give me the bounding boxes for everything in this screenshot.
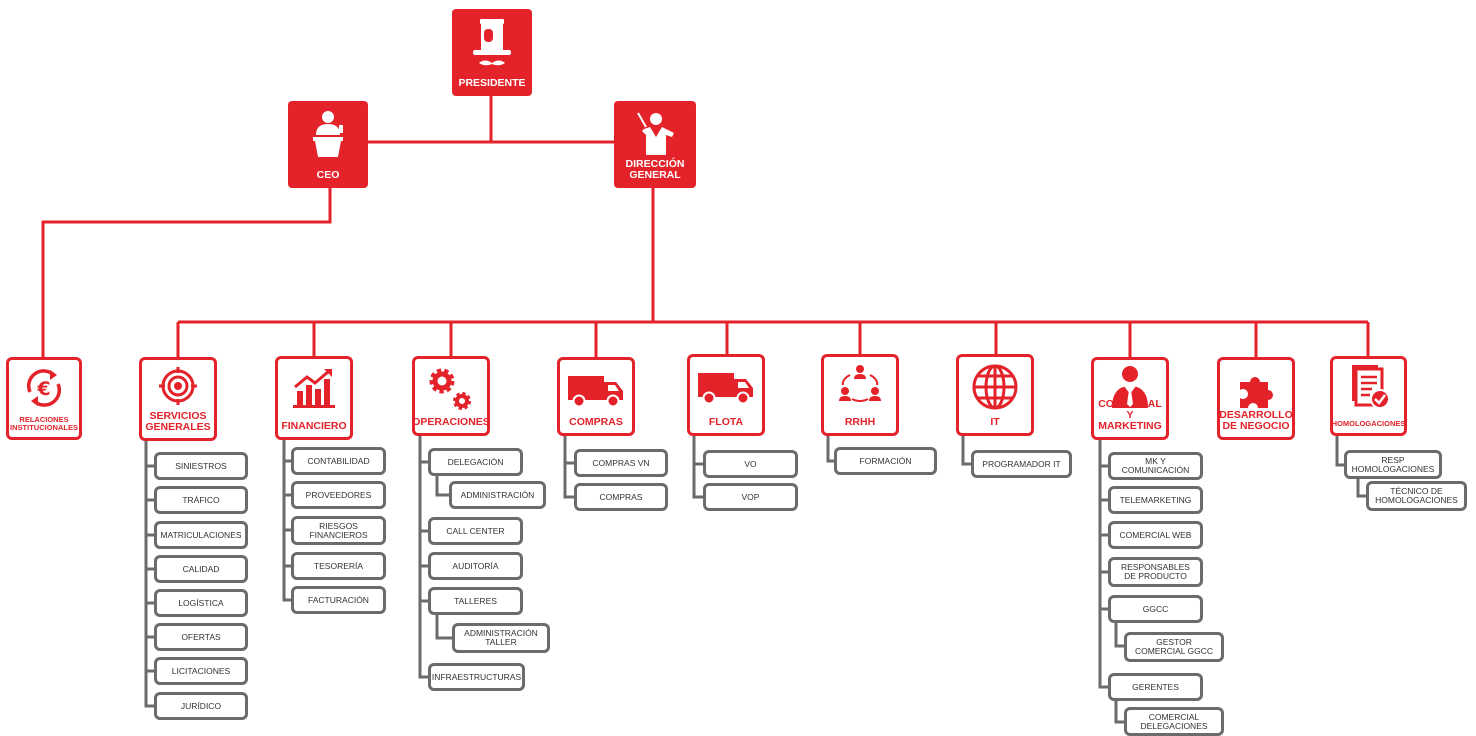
ofertas-box[interactable]: OFERTAS (154, 623, 248, 651)
telemarketing-box[interactable]: TELEMARKETING (1108, 486, 1203, 514)
logistica-box[interactable]: LOGÍSTICA (154, 589, 248, 617)
relaciones-label: RELACIONES INSTITUCIONALES (10, 415, 78, 432)
globe-icon (972, 364, 1018, 410)
servicios-generales-node[interactable]: SERVICIOS GENERALES (139, 357, 217, 441)
van-icon (568, 376, 623, 408)
auditoria-box[interactable]: AUDITORÍA (428, 552, 523, 580)
people-network-icon (839, 365, 881, 402)
talleres-box[interactable]: TALLERES (428, 587, 523, 615)
it-node[interactable]: IT (956, 354, 1034, 436)
gears-icon (429, 368, 471, 410)
rrhh-label: RRHH (844, 416, 876, 428)
van-icon (698, 373, 753, 405)
gestor-comercial-ggcc-box[interactable]: GESTOR COMERCIAL GGCC (1124, 632, 1224, 662)
relaciones-node[interactable]: € RELACIONES INSTITUCIONALES (6, 357, 82, 440)
programador-it-box[interactable]: PROGRAMADOR IT (971, 450, 1072, 478)
flota-node[interactable]: FLOTA (687, 354, 765, 436)
conductor-icon (637, 112, 674, 155)
riesgos-financieros-box[interactable]: RIESGOS FINANCIEROS (291, 516, 386, 545)
target-icon (159, 367, 197, 405)
licitaciones-box[interactable]: LICITACIONES (154, 657, 248, 685)
delegacion-box[interactable]: DELEGACIÓN (428, 448, 523, 476)
contabilidad-box[interactable]: CONTABILIDAD (291, 447, 386, 475)
compras-label: COMPRAS (569, 416, 623, 428)
calidad-box[interactable]: CALIDAD (154, 555, 248, 583)
financiero-node[interactable]: FINANCIERO (275, 356, 353, 440)
comercial-web-box[interactable]: COMERCIAL WEB (1108, 521, 1203, 549)
comercial-delegaciones-box[interactable]: COMERCIAL DELEGACIONES (1124, 707, 1224, 736)
businessman-icon (1112, 366, 1148, 408)
gerentes-box[interactable]: GERENTES (1108, 673, 1203, 701)
homologaciones-node[interactable]: HOMOLOGACIONES (1330, 356, 1407, 436)
juridico-box[interactable]: JURÍDICO (154, 692, 248, 720)
responsables-producto-box[interactable]: RESPONSABLES DE PRODUCTO (1108, 557, 1203, 587)
rrhh-node[interactable]: RRHH (821, 354, 899, 436)
administracion-taller-box[interactable]: ADMINISTRACIÓN TALLER (452, 623, 550, 653)
resp-homologaciones-box[interactable]: RESP HOMOLOGACIONES (1344, 450, 1442, 479)
trafico-box[interactable]: TRÁFICO (154, 486, 248, 514)
servicios-generales-label: SERVICIOS GENERALES (145, 410, 211, 433)
ceo-node[interactable]: CEO (288, 101, 368, 188)
vop-box[interactable]: VOP (703, 483, 798, 511)
mk-comunicacion-box[interactable]: MK Y COMUNICACIÓN (1108, 452, 1203, 480)
infraestructuras-box[interactable]: INFRAESTRUCTURAS (428, 663, 525, 691)
svg-text:€: € (36, 378, 50, 400)
tecnico-homologaciones-box[interactable]: TÉCNICO DE HOMOLOGACIONES (1366, 481, 1467, 511)
operaciones-label: OPERACIONES (412, 416, 490, 428)
desarrollo-negocio-node[interactable]: DESARROLLO DE NEGOCIO (1217, 357, 1295, 440)
speaker-podium-icon (313, 111, 343, 157)
ggcc-box[interactable]: GGCC (1108, 595, 1203, 623)
ceo-label: CEO (316, 169, 340, 181)
presidente-label: PRESIDENTE (458, 77, 526, 89)
vo-box[interactable]: VO (703, 450, 798, 478)
growth-chart-icon (293, 369, 335, 408)
compras-vn-box[interactable]: COMPRAS VN (574, 449, 668, 477)
matriculaciones-box[interactable]: MATRICULACIONES (154, 521, 248, 549)
puzzle-piece-icon (1240, 377, 1273, 408)
it-label: IT (990, 416, 1000, 428)
operaciones-node[interactable]: OPERACIONES (412, 356, 490, 436)
direccion-general-node[interactable]: DIRECCIÓN GENERAL (614, 101, 696, 188)
compras-node[interactable]: COMPRAS (557, 357, 635, 436)
proveedores-box[interactable]: PROVEEDORES (291, 481, 386, 509)
formacion-box[interactable]: FORMACIÓN (834, 447, 937, 475)
direccion-general-label: DIRECCIÓN GENERAL (625, 158, 685, 181)
comercial-marketing-node[interactable]: COMERCIAL Y MARKETING (1091, 357, 1169, 440)
euro-cycle-icon: € (26, 369, 62, 407)
tesoreria-box[interactable]: TESORERÍA (291, 552, 386, 580)
call-center-box[interactable]: CALL CENTER (428, 517, 523, 545)
desarrollo-negocio-label: DESARROLLO DE NEGOCIO (1219, 409, 1293, 432)
homologaciones-label: HOMOLOGACIONES (1331, 419, 1406, 428)
top-hat-icon (473, 19, 511, 66)
compras-box[interactable]: COMPRAS (574, 483, 668, 511)
flota-label: FLOTA (708, 416, 744, 428)
administracion-box[interactable]: ADMINISTRACIÓN (449, 481, 546, 509)
facturacion-box[interactable]: FACTURACIÓN (291, 586, 386, 614)
presidente-node[interactable]: PRESIDENTE (452, 9, 532, 96)
financiero-label: FINANCIERO (281, 420, 347, 432)
document-check-icon (1351, 365, 1390, 409)
siniestros-box[interactable]: SINIESTROS (154, 452, 248, 480)
